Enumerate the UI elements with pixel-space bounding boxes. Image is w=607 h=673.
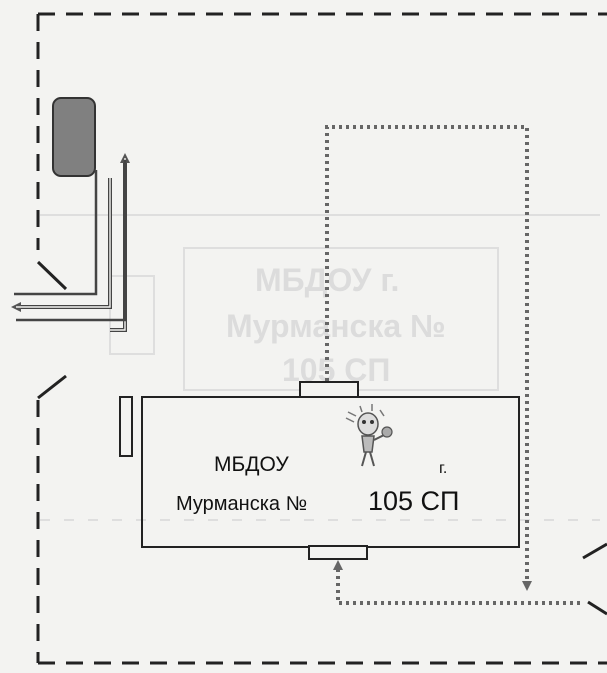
gate-leaf-upper	[36, 260, 68, 291]
gate-leaf-lower	[37, 374, 67, 400]
building-name-line1: МБДОУ	[214, 453, 289, 476]
mascot-icon	[345, 404, 393, 467]
entrance-left	[119, 396, 133, 457]
vehicle-entry-arrow	[110, 153, 130, 332]
building-number: 105 СП	[368, 486, 460, 516]
gate-right-lower	[587, 600, 607, 616]
car-icon	[52, 97, 96, 177]
building-name-city-abbrev: г.	[439, 460, 448, 477]
entrance-top	[299, 381, 359, 398]
ghost-label-line-2: Мурманска №	[226, 308, 446, 344]
entrance-bottom	[308, 545, 368, 560]
pedestrian-route	[322, 125, 580, 605]
vehicle-exit-arrow	[11, 178, 112, 312]
vehicle-exit-arrow-inner	[14, 170, 98, 296]
gate-right-upper	[582, 542, 607, 560]
building	[141, 396, 520, 548]
vehicle-exit-arrow-outer	[16, 160, 127, 322]
building-name-line2: Мурманска №	[176, 493, 308, 515]
territory-fence	[36, 12, 607, 665]
